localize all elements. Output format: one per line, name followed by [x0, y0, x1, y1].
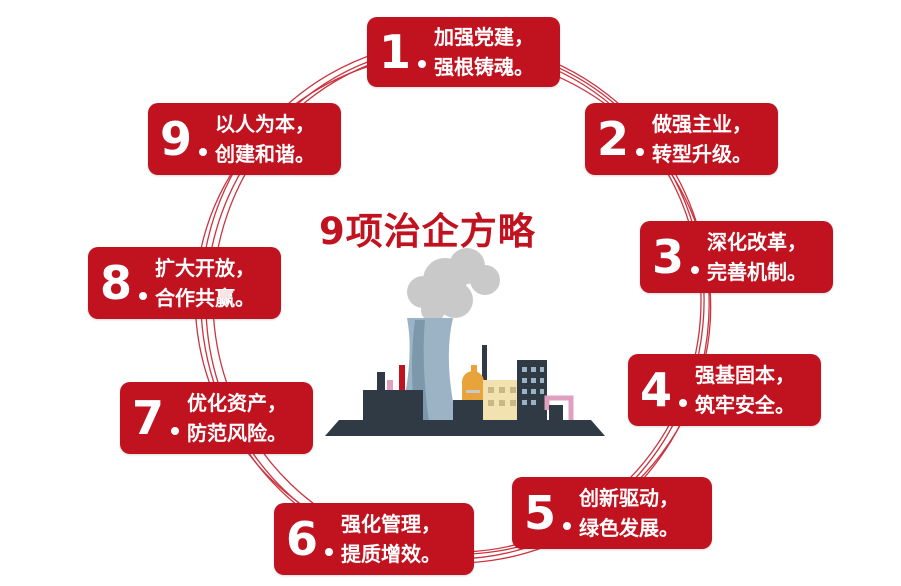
- badge-line1: 创新驱动，: [579, 486, 680, 510]
- badge-text: 以人为本， 创建和谐。: [215, 109, 315, 169]
- badge-number: 8: [100, 256, 132, 310]
- badge-dot-icon: [171, 427, 180, 435]
- strategy-badge-3: 3 深化改革， 完善机制。: [640, 221, 833, 293]
- badge-dot-icon: [691, 266, 700, 274]
- badge-text: 加强党建， 强根铸魂。: [434, 22, 534, 82]
- strategy-badge-5: 5 创新驱动， 绿色发展。: [512, 477, 712, 549]
- badge-line2: 创建和谐。: [215, 142, 316, 166]
- strategy-badge-6: 6 强化管理， 提质增效。: [274, 503, 474, 575]
- badge-line1: 做强主业，: [652, 112, 753, 136]
- badge-line1: 扩大开放，: [155, 256, 256, 280]
- badge-number: 7: [132, 391, 164, 445]
- badge-dot-icon: [325, 548, 334, 556]
- badge-number: 1: [379, 25, 411, 79]
- badge-line2: 强根铸魂。: [434, 55, 535, 79]
- badge-line2: 合作共赢。: [155, 286, 256, 310]
- badge-number: 3: [652, 230, 684, 284]
- badge-dot-icon: [636, 148, 645, 156]
- badge-text: 扩大开放， 合作共赢。: [155, 253, 255, 313]
- smoke-cloud-icon: [407, 248, 500, 322]
- badge-line1: 深化改革，: [707, 230, 808, 254]
- strategy-badge-8: 8 扩大开放， 合作共赢。: [88, 247, 281, 319]
- badge-dot-icon: [679, 399, 688, 407]
- badge-number: 9: [160, 112, 192, 166]
- badge-number: 2: [597, 112, 629, 166]
- badge-number: 4: [640, 363, 672, 417]
- badge-line2: 防范风险。: [187, 421, 288, 445]
- factory-illustration: [325, 248, 605, 436]
- badge-number: 5: [524, 486, 556, 540]
- badge-line2: 绿色发展。: [579, 516, 680, 540]
- badge-text: 做强主业， 转型升级。: [652, 109, 752, 169]
- badge-dot-icon: [139, 292, 148, 300]
- badge-line2: 筑牢安全。: [695, 393, 796, 417]
- badge-line2: 转型升级。: [652, 142, 753, 166]
- badge-text: 强基固本， 筑牢安全。: [695, 360, 795, 420]
- badge-dot-icon: [418, 60, 427, 68]
- badge-line1: 强基固本，: [695, 363, 796, 387]
- strategy-badge-2: 2 做强主业， 转型升级。: [585, 103, 778, 175]
- badge-text: 深化改革， 完善机制。: [707, 227, 807, 287]
- badge-text: 优化资产， 防范风险。: [187, 388, 287, 448]
- badge-line1: 以人为本，: [215, 112, 316, 136]
- strategy-badge-7: 7 优化资产， 防范风险。: [120, 382, 313, 454]
- badge-line1: 强化管理，: [341, 512, 442, 536]
- diagram-title: 9项治企方略: [319, 210, 536, 253]
- badge-text: 强化管理， 提质增效。: [341, 509, 441, 569]
- strategy-badge-4: 4 强基固本， 筑牢安全。: [628, 354, 821, 426]
- badge-line1: 加强党建，: [434, 25, 535, 49]
- strategy-badge-9: 9 以人为本， 创建和谐。: [148, 103, 341, 175]
- badge-dot-icon: [199, 148, 208, 156]
- badge-line2: 完善机制。: [707, 260, 808, 284]
- badge-dot-icon: [563, 522, 572, 530]
- badge-line2: 提质增效。: [341, 542, 442, 566]
- badge-number: 6: [286, 512, 318, 566]
- badge-text: 创新驱动， 绿色发展。: [579, 483, 679, 543]
- strategy-badge-1: 1 加强党建， 强根铸魂。: [367, 17, 560, 87]
- badge-line1: 优化资产，: [187, 391, 288, 415]
